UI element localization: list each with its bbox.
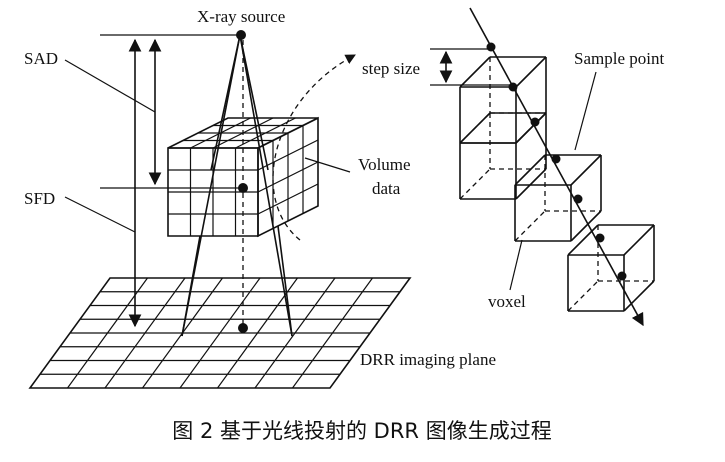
step-size-label: step size xyxy=(362,59,420,78)
sfd-label: SFD xyxy=(24,189,55,208)
drr-imaging-plane xyxy=(28,277,412,389)
volume-cube xyxy=(167,116,319,337)
voxel-label: voxel xyxy=(488,292,526,311)
sample-point xyxy=(508,82,518,92)
plane-center-point xyxy=(238,323,248,333)
xray-source-label: X-ray source xyxy=(197,7,285,26)
volume-data-label: Volume xyxy=(358,155,411,174)
volume-data-label-2: data xyxy=(372,179,401,198)
voxel-detail xyxy=(459,56,655,312)
sad-label: SAD xyxy=(24,49,58,68)
drr-plane-label: DRR imaging plane xyxy=(360,350,496,369)
figure-caption: 图 2 基于光线投射的 DRR 图像生成过程 xyxy=(172,419,551,443)
sample-point xyxy=(595,233,605,243)
sample-ray xyxy=(469,7,644,327)
sample-point xyxy=(573,194,583,204)
step-size-marker xyxy=(430,48,510,86)
sample-point xyxy=(617,271,627,281)
sample-point xyxy=(551,154,561,164)
distance-markers xyxy=(64,34,240,328)
xray-beam xyxy=(181,30,293,337)
xray-source-point xyxy=(236,30,246,40)
sample-point-label: Sample point xyxy=(574,49,664,68)
sample-point xyxy=(530,117,540,127)
volume-center-point xyxy=(238,183,248,193)
sample-point xyxy=(486,42,496,52)
